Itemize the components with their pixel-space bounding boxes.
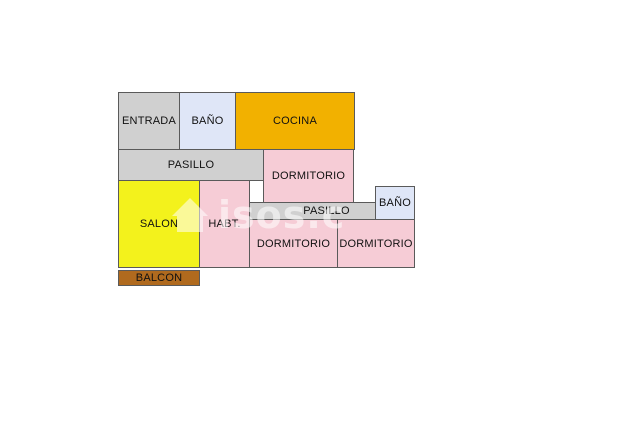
room-label: ENTRADA — [122, 115, 176, 127]
room-balcon: BALCON — [118, 270, 200, 286]
room-label: BAÑO — [379, 197, 411, 209]
room-label: DORMITORIO — [339, 237, 413, 250]
room-cocina: COCINA — [235, 92, 355, 150]
room-label: BALCON — [135, 272, 183, 284]
room-label: PASILLO — [167, 159, 215, 171]
room-dormitorio-2: DORMITORIO — [249, 219, 338, 268]
room-salon: SALON — [118, 180, 200, 268]
room-habt: HABT. — [199, 180, 250, 268]
room-label: BAÑO — [191, 115, 224, 127]
room-pasillo-2: PASILLO — [249, 202, 376, 220]
room-dormitorio-3: DORMITORIO — [337, 219, 415, 268]
room-bano-1: BAÑO — [179, 92, 236, 150]
room-label: HABT. — [208, 218, 241, 230]
room-label: PASILLO — [303, 205, 350, 217]
room-label: COCINA — [273, 115, 317, 127]
room-bano-2: BAÑO — [375, 186, 415, 220]
room-label: DORMITORIO — [256, 237, 331, 250]
room-pasillo-1: PASILLO — [118, 149, 264, 181]
room-dormitorio-1: DORMITORIO — [263, 149, 354, 203]
room-label: DORMITORIO — [271, 170, 346, 182]
room-label: SALON — [139, 218, 179, 230]
room-entrada: ENTRADA — [118, 92, 180, 150]
